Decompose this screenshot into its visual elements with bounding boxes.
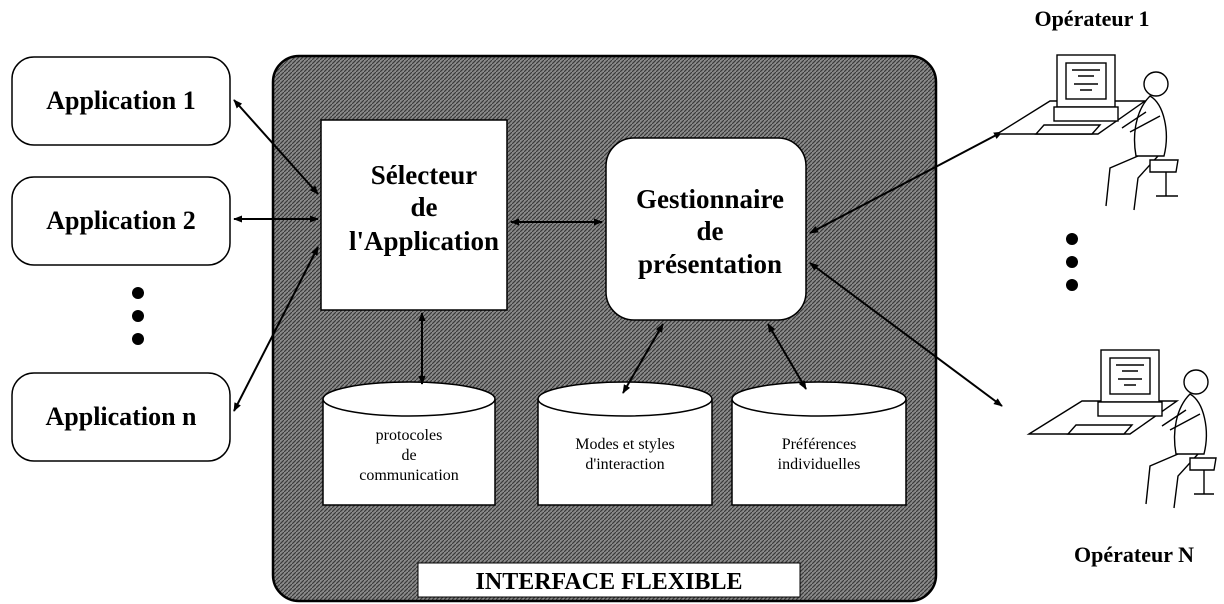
presentation-manager-box: Gestionnaire de présentation	[605, 137, 807, 321]
application-label: Application 2	[46, 206, 196, 235]
database-label-line: protocoles	[376, 427, 443, 444]
database-label-line: Préférences	[782, 436, 857, 453]
operator-workstation-icon	[1026, 349, 1217, 509]
database-label-line: de	[401, 447, 416, 464]
application-box-2: Application 2	[11, 176, 231, 266]
selector-label-line: Sélecteur	[371, 160, 477, 190]
operator-n-label: Opérateur N	[1074, 542, 1194, 567]
application-label: Application n	[46, 402, 198, 431]
manager-label-line: présentation	[638, 249, 782, 279]
application-label: Application 1	[46, 86, 196, 115]
arrow-manager-operator-n	[809, 262, 1003, 407]
selector-box: Sélecteur de l'Application	[320, 119, 508, 311]
selector-label-line: de	[411, 192, 438, 222]
arrow-appn-selector	[233, 246, 319, 412]
arrow-manager-preferences	[767, 323, 807, 390]
interface-label-plate: INTERFACE FLEXIBLE	[417, 562, 801, 598]
database-interaction-modes: Modes et styles d'interaction	[537, 381, 713, 506]
operator-ellipsis-dots	[1066, 233, 1078, 291]
application-box-1: Application 1	[11, 56, 231, 146]
manager-label-line: Gestionnaire	[636, 184, 784, 214]
interface-label: INTERFACE FLEXIBLE	[476, 569, 743, 595]
database-individual-preferences: Préférences individuelles	[731, 381, 907, 506]
interface-panel	[271, 54, 938, 603]
selector-label-line: l'Application	[349, 226, 499, 256]
arrow-app1-selector	[233, 99, 319, 195]
application-ellipsis-dots	[132, 287, 144, 345]
database-label-line: communication	[359, 467, 459, 484]
manager-label-line: de	[697, 216, 724, 246]
operator-1-label: Opérateur 1	[1034, 6, 1149, 31]
database-communication-protocols: protocoles de communication	[322, 381, 496, 506]
arrow-manager-modes	[622, 323, 664, 394]
database-label-line: Modes et styles	[575, 436, 675, 453]
database-label-line: individuelles	[778, 456, 861, 473]
application-box-n: Application n	[11, 372, 231, 462]
operator-workstation-icon	[994, 54, 1179, 211]
database-label-line: d'interaction	[585, 456, 664, 473]
arrow-manager-operator-1	[809, 131, 1003, 234]
